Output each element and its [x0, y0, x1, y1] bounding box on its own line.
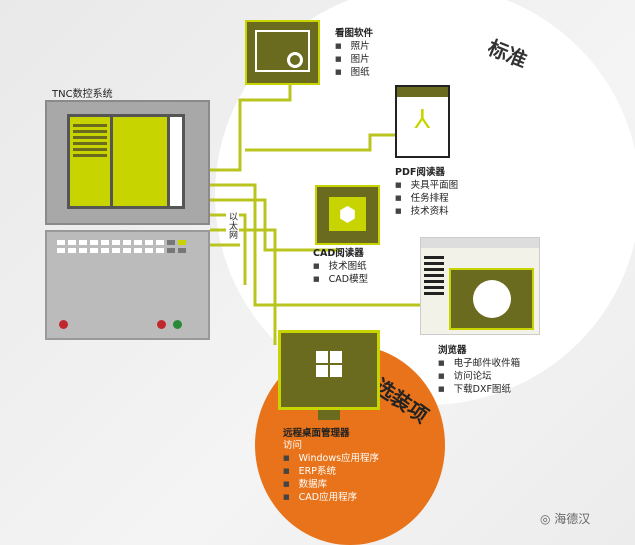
- line-cad: [210, 198, 340, 252]
- monitor-stand: [318, 410, 340, 420]
- line-pdf: [245, 133, 395, 152]
- monitor-icon: [278, 330, 380, 410]
- magnifier-icon: [287, 52, 303, 68]
- windows-logo-icon: [316, 351, 342, 377]
- line-image-viewer: [210, 85, 292, 172]
- cad-reader-label: CAD阅读器 技术图纸CAD模型: [313, 248, 368, 286]
- tnc-screen: [67, 114, 185, 209]
- cad-reader-icon: ⬢: [315, 185, 380, 245]
- remote-desktop-label: 远程桌面管理器 访问 Windows应用程序ERP系统数据库CAD应用程序: [283, 428, 379, 504]
- pdf-document-icon: ⅄: [395, 85, 450, 158]
- pdf-reader-label: PDF阅读器 夹具平面图任务排程技术资料: [395, 167, 458, 218]
- tnc-screen-unit: [45, 100, 210, 225]
- image-viewer-label: 看图软件 照片图片图纸: [335, 28, 373, 79]
- browser-label: 浏览器 电子邮件收件箱访问论坛下载DXF图纸: [438, 345, 520, 396]
- cube-icon: ⬢: [329, 197, 366, 231]
- watermark-logo: ◎ 海德汉: [540, 512, 591, 526]
- image-viewer-icon: [245, 20, 320, 85]
- ethernet-label: 以太网: [226, 212, 239, 239]
- globe-icon: [472, 280, 511, 318]
- pdf-logo-icon: ⅄: [414, 105, 431, 135]
- wechat-icon: ◎: [540, 512, 555, 526]
- globe-panel: [449, 268, 534, 330]
- line-browser: [210, 183, 420, 307]
- browser-window-icon: [420, 237, 540, 335]
- tnc-keyboard: [45, 230, 210, 340]
- tnc-title: TNC数控系统: [52, 89, 113, 100]
